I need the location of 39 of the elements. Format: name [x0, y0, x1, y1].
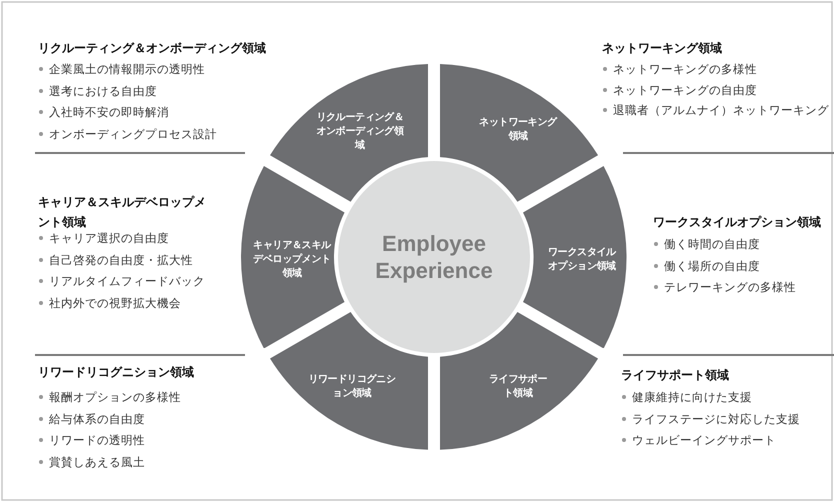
bullet-item: 自己啓発の自由度・拡大性 — [38, 252, 193, 268]
bullet-item: オンボーディングプロセス設計 — [38, 126, 217, 142]
area-heading: キャリア＆スキルデベロップメント領域 — [38, 194, 207, 231]
wheel-segment — [241, 166, 345, 348]
bullet-item: 入社時不安の即時解消 — [38, 104, 169, 120]
bullet-item: 給与体系の自由度 — [38, 410, 145, 427]
bullet-item: 退職者（アルムナイ）ネットワーキング — [602, 102, 829, 118]
area-heading: ライフサポート領域 — [621, 367, 729, 384]
bullet-item: 健康維持に向けた支援 — [621, 389, 752, 405]
bullet-item: リワードの透明性 — [38, 432, 145, 448]
area-heading: ワークスタイルオプション領域 — [653, 214, 821, 231]
bullet-item: キャリア選択の自由度 — [38, 230, 169, 246]
bullet-item: 報酬オプションの多様性 — [38, 389, 181, 405]
bullet-item: 賞賛しあえる風土 — [38, 454, 145, 470]
wheel-segment — [440, 64, 598, 202]
segment-label: ネットワーキング領域 — [478, 116, 558, 144]
bullet-item: ネットワーキングの自由度 — [602, 82, 757, 98]
bullet-item: リアルタイムフィードバック — [38, 273, 205, 290]
bullet-item: テレワーキングの多様性 — [653, 279, 796, 295]
segment-label: キャリア＆スキルデベロップメント領域 — [252, 238, 332, 281]
segment-label: リワードリコグニション領域 — [307, 372, 397, 401]
wheel-segment — [523, 166, 627, 348]
area-heading: ネットワーキング領域 — [602, 40, 722, 57]
bullet-item: ネットワーキングの多様性 — [602, 61, 757, 77]
segment-label: ライフサポート領域 — [488, 372, 548, 401]
segment-label: リクルーティング＆オンボーディング領域 — [316, 110, 404, 153]
segment-label: ワークスタイルオプション領域 — [547, 246, 617, 274]
wheel-segment — [270, 312, 428, 450]
bullet-item: 働く時間の自由度 — [653, 236, 760, 252]
bullet-item: ライフステージに対応した支援 — [621, 410, 800, 426]
wheel-segment — [440, 312, 598, 450]
bullet-item: ウェルビーイングサポート — [621, 432, 776, 448]
area-heading: リワードリコグニション領域 — [38, 364, 194, 381]
bullet-item: 社内外での視野拡大機会 — [38, 295, 181, 312]
bullet-item: 企業風土の情報開示の透明性 — [38, 61, 205, 77]
area-heading: リクルーティング＆オンボーディング領域 — [38, 40, 266, 57]
bullet-item: 選考における自由度 — [38, 82, 157, 98]
wheel-segment — [270, 64, 428, 202]
bullet-item: 働く場所の自由度 — [653, 258, 760, 274]
